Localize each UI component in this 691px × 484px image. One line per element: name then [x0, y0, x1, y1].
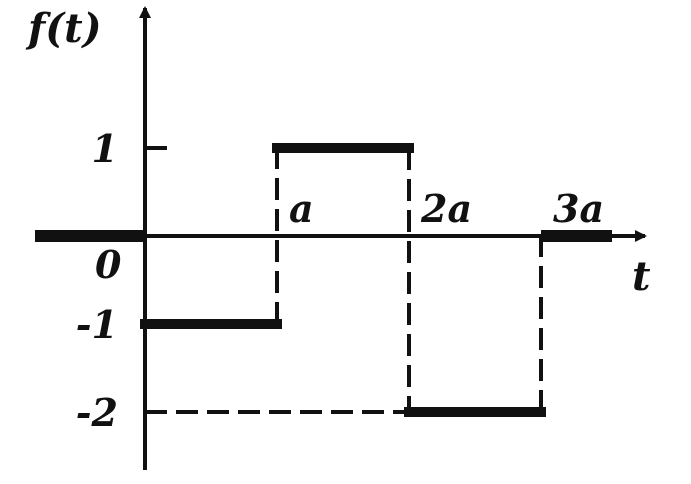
guide-lines — [143, 148, 543, 414]
y-tick-label-1: 1 — [92, 126, 118, 171]
x-tick-label-1: a — [289, 186, 314, 231]
y-tick-label-2: -1 — [76, 302, 118, 347]
y-axis-label: f(t) — [25, 5, 102, 52]
y-tick-label-3: -2 — [76, 390, 118, 435]
labels: f(t) t 0 1 -1 -2 a 2a 3a — [25, 5, 651, 435]
x-tick-label-2: 2a — [420, 186, 472, 231]
signal — [35, 143, 612, 417]
origin-label: 0 — [95, 242, 122, 287]
x-tick-label-3: 3a — [553, 186, 604, 231]
x-axis-label: t — [632, 253, 651, 300]
